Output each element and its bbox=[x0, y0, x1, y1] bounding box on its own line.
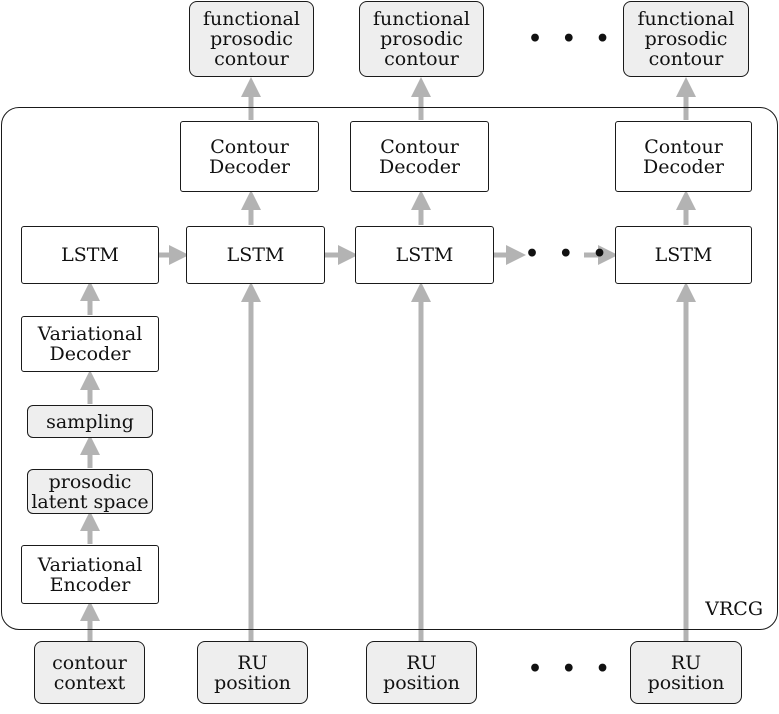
sampling-box: sampling bbox=[27, 405, 153, 438]
contour-context-input: contour context bbox=[34, 641, 145, 704]
output-ellipsis: • • • bbox=[528, 26, 616, 52]
lstm-cell-3: LSTM bbox=[355, 226, 494, 284]
ru-position-input-2: RU position bbox=[366, 641, 477, 704]
contour-decoder-2: Contour Decoder bbox=[350, 121, 489, 192]
lstm-cell-1: LSTM bbox=[21, 226, 159, 284]
variational-encoder: Variational Encoder bbox=[21, 545, 159, 604]
vrcg-frame bbox=[1, 107, 778, 630]
lstm-cell-4: LSTM bbox=[615, 226, 752, 284]
vrcg-label: VRCG bbox=[705, 598, 763, 620]
lstm-ellipsis: • • • bbox=[525, 241, 613, 267]
variational-decoder: Variational Decoder bbox=[21, 316, 159, 372]
contour-decoder-1: Contour Decoder bbox=[180, 121, 319, 192]
output-contour-3: functional prosodic contour bbox=[623, 1, 749, 77]
contour-decoder-3: Contour Decoder bbox=[615, 121, 752, 192]
output-contour-1: functional prosodic contour bbox=[189, 1, 314, 77]
ru-position-input-1: RU position bbox=[197, 641, 308, 704]
prosodic-latent-space: prosodic latent space bbox=[27, 469, 153, 514]
input-ellipsis: • • • bbox=[528, 656, 616, 682]
ru-position-input-3: RU position bbox=[630, 641, 742, 704]
output-contour-2: functional prosodic contour bbox=[359, 1, 484, 77]
lstm-cell-2: LSTM bbox=[186, 226, 325, 284]
